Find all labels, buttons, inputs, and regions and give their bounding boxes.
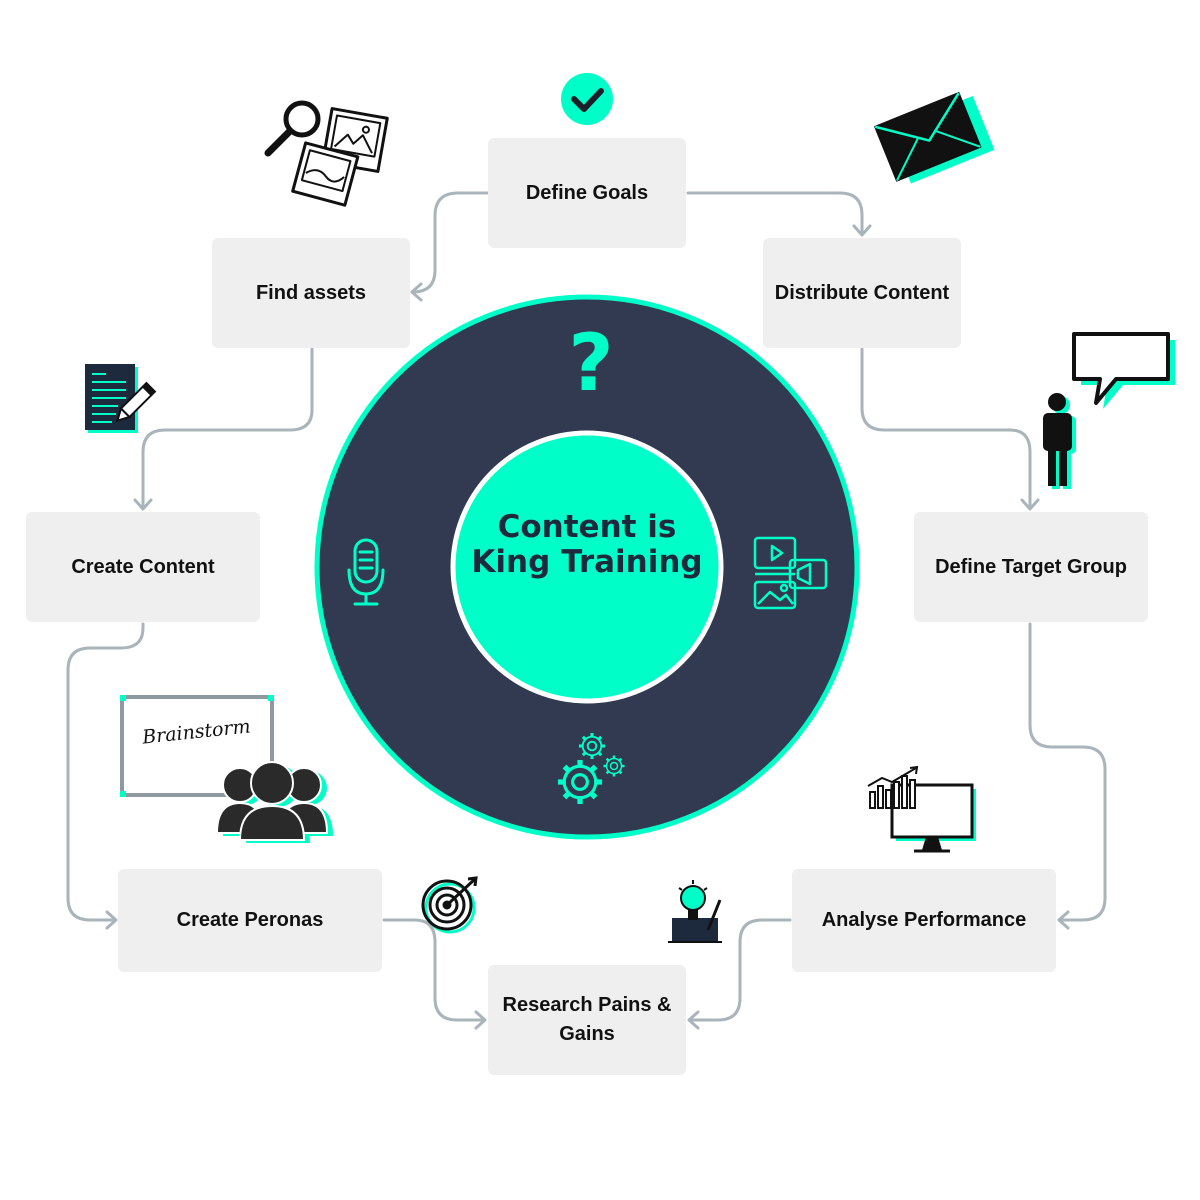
envelope-icon [874,92,995,184]
connector-distribute-target [860,347,1032,510]
arrowhead [1057,910,1070,930]
connector-target-analyse [1028,622,1107,922]
connector-goals-assets [411,191,489,294]
person-speech-bubble-icon [1043,332,1175,489]
step-find-assets: Find assets [212,238,410,348]
connector-analyse-research [688,918,792,1022]
center-title: Content is King Training [471,509,703,580]
svg-text:?: ? [568,319,613,409]
step-create-content: Create Content [26,512,260,622]
target-icon [421,876,478,934]
microphone-icon [347,538,385,606]
connector-goals-distribute [686,191,864,236]
step-distribute-content: Distribute Content [763,238,961,348]
question-mark-icon: ? [568,319,613,409]
connectors [66,191,1107,1030]
connector-personas-research [382,918,486,1022]
step-analyse-performance: Analyse Performance [792,869,1056,972]
step-define-target-group: Define Target Group [914,512,1148,622]
connector-assets-create [141,347,314,510]
arrowhead [410,282,423,302]
chart-monitor-icon [867,765,976,853]
lightbulb-person-icon [668,880,722,943]
arrowhead [105,910,118,930]
inner-circle [450,430,724,704]
arrowhead [133,498,153,511]
step-create-personas: Create Peronas [118,869,382,972]
step-research-pains-gains: Research Pains & Gains [488,965,686,1075]
arrowhead [687,1010,700,1030]
check-icon [561,73,613,125]
connector-create-personas [66,622,145,922]
arrowhead [1020,498,1040,511]
center-hub [314,294,860,840]
arrowhead [852,224,872,237]
arrowhead [474,1010,487,1030]
magnifier-photos-icon [264,100,389,207]
step-define-goals: Define Goals [488,138,686,248]
team-icon [215,761,333,843]
document-pen-icon [85,364,157,433]
media-icon [753,536,828,610]
